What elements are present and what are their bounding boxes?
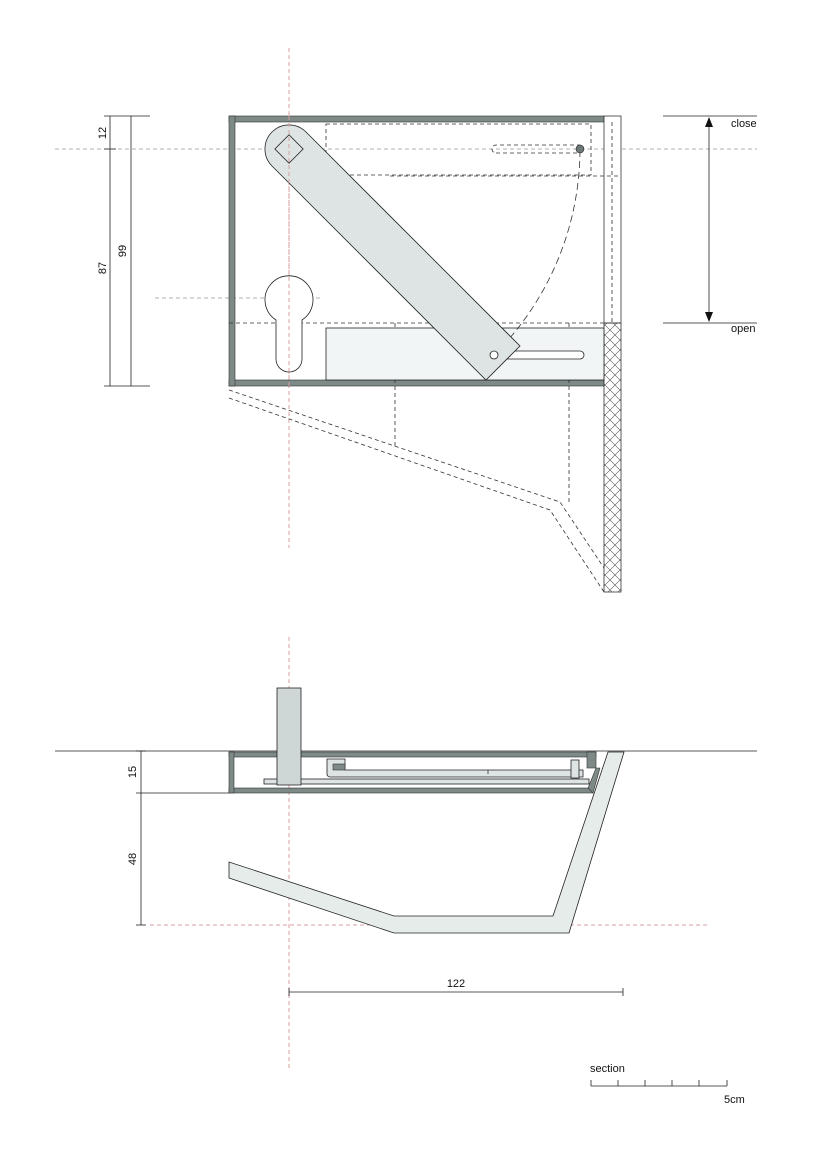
- keyhole: [264, 275, 314, 373]
- square-spindle: [274, 134, 304, 164]
- scale-unit: 5cm: [724, 1094, 745, 1106]
- label-close: close: [731, 118, 757, 130]
- dim-87: 87: [97, 262, 109, 274]
- lower-slot: [496, 350, 585, 360]
- lever: [264, 124, 521, 381]
- slider: [326, 758, 584, 778]
- base-plate: [263, 778, 590, 785]
- upper-slot: [491, 144, 581, 154]
- closed-pin: [575, 144, 585, 154]
- dim-122: 122: [447, 978, 465, 990]
- dim-48: 48: [127, 853, 139, 865]
- housing: [228, 115, 622, 593]
- dim-12: 12: [97, 127, 109, 139]
- funnel: [228, 751, 625, 934]
- scale-title: section: [590, 1063, 625, 1075]
- scale-bar: section 5cm: [590, 1063, 745, 1106]
- left-dimensions: 12 87 99: [97, 115, 150, 387]
- dim-99: 99: [117, 245, 129, 257]
- arrow-up-icon: [705, 117, 713, 127]
- dim-15: 15: [127, 766, 139, 778]
- swing-arc: [493, 149, 581, 356]
- arrow-down-icon: [705, 312, 713, 322]
- section-view: 15 48 122: [55, 637, 757, 1068]
- spindle-stem: [276, 687, 302, 786]
- label-open: open: [731, 323, 755, 335]
- travel-dimension: close open: [663, 115, 757, 335]
- wall-hatch: [603, 322, 622, 593]
- housing-section: [228, 751, 601, 794]
- lever-pin: [489, 350, 499, 360]
- plan-view: 12 87 99 close open: [55, 48, 757, 593]
- section-dimensions: 15 48 122: [127, 750, 624, 996]
